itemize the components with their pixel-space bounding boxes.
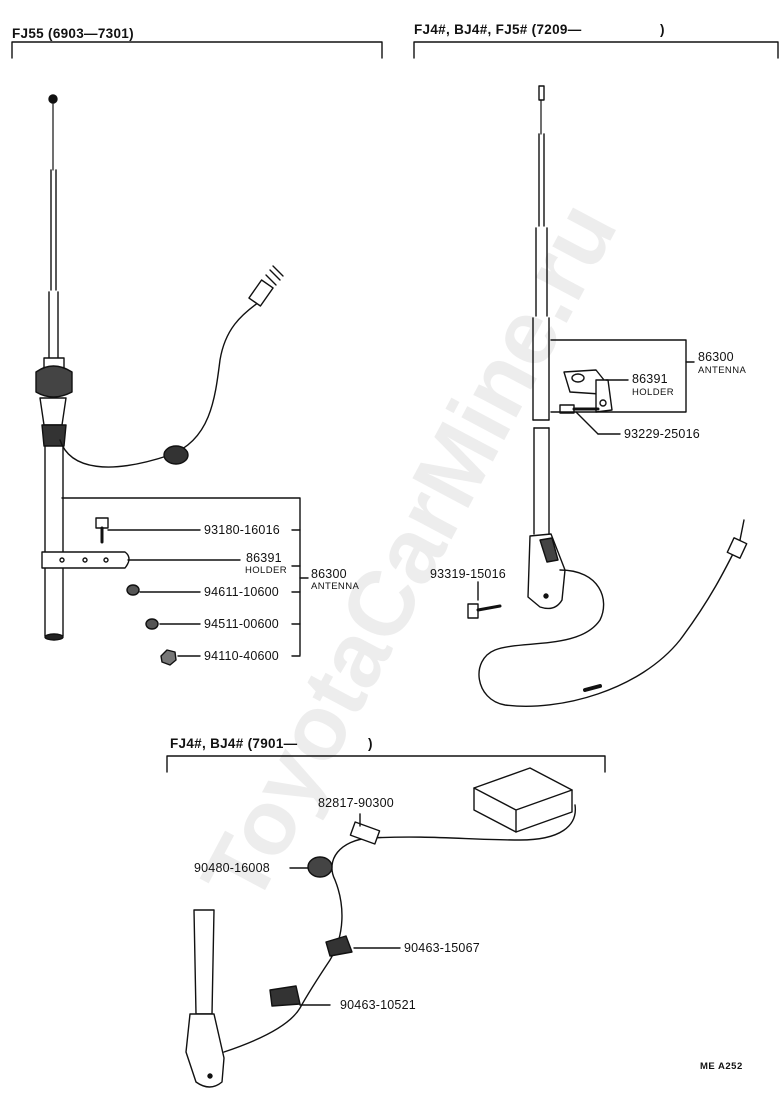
part-name-label: ANTENNA <box>311 581 360 592</box>
part-number-label: 86300 <box>311 567 347 581</box>
part-number-label: 86391 <box>632 372 668 386</box>
part-number-label: 82817-90300 <box>318 796 394 810</box>
fj55-leaders <box>61 497 309 657</box>
section-title-fj4-early: FJ4#, BJ4#, FJ5# (7209— <box>414 22 582 37</box>
section-bracket-fj4-late <box>166 755 606 773</box>
fj4-early-leaders <box>477 339 695 601</box>
part-number-label: 93180-16016 <box>204 523 280 537</box>
part-number-label: 93229-25016 <box>624 427 700 441</box>
part-number-label: 94611-10600 <box>204 585 279 599</box>
section-title-fj55: FJ55 (6903—7301) <box>12 26 134 41</box>
fj4-early-antenna-mast <box>527 85 566 610</box>
part-name-label: HOLDER <box>632 387 674 398</box>
fj55-antenna-mast <box>35 94 73 641</box>
diagram-code: ME A252 <box>700 1061 743 1072</box>
part-number-label: 86391 <box>246 551 282 565</box>
section-title-fj4-late-close: ) <box>368 736 373 751</box>
section-bracket-fj55 <box>11 41 383 59</box>
part-number-label: 93319-15016 <box>430 567 506 581</box>
fj55-antenna-cable <box>59 265 284 468</box>
fj4-late-leaders <box>289 813 401 1006</box>
fj4-late-cable <box>223 804 576 1053</box>
part-name-label: HOLDER <box>245 565 287 576</box>
part-number-label: 90463-10521 <box>340 998 416 1012</box>
section-title-fj4-late: FJ4#, BJ4# (7901— <box>170 736 298 751</box>
fj4-late-antenna-base <box>185 909 225 1088</box>
fj4-early-holder <box>559 369 613 414</box>
part-number-label: 90463-15067 <box>404 941 480 955</box>
section-title-fj4-early-close: ) <box>660 22 665 37</box>
part-number-label: 90480-16008 <box>194 861 270 875</box>
part-number-label: 94511-00600 <box>204 617 279 631</box>
part-number-label: 86300 <box>698 350 734 364</box>
section-bracket-fj4-early <box>413 41 779 59</box>
fj4-early-cable <box>467 519 748 707</box>
part-name-label: ANTENNA <box>698 365 747 376</box>
part-number-label: 94110-40600 <box>204 649 279 663</box>
fj4-late-box <box>473 767 573 833</box>
